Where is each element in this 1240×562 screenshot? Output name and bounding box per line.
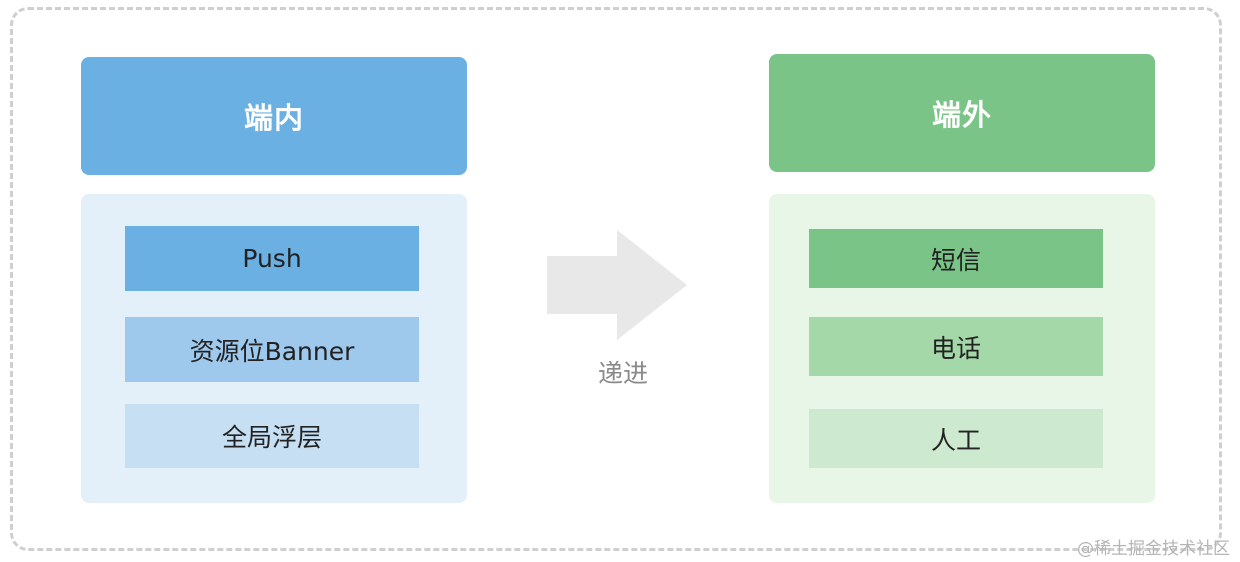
left-item-banner: 资源位Banner	[125, 317, 419, 382]
left-item-push-label: Push	[242, 244, 302, 273]
left-item-overlay: 全局浮层	[125, 404, 419, 468]
left-item-overlay-label: 全局浮层	[221, 423, 322, 452]
right-item-manual: 人工	[809, 409, 1103, 468]
left-header: 端内	[81, 57, 467, 175]
right-item-sms-label: 短信	[930, 245, 981, 275]
right-arrow-icon	[547, 230, 687, 340]
left-item-push: Push	[125, 226, 419, 291]
right-item-sms: 短信	[809, 229, 1103, 288]
arrow-shape	[547, 230, 687, 340]
right-item-phone-label: 电话	[930, 333, 981, 363]
arrow-label: 递进	[597, 359, 648, 388]
right-item-phone: 电话	[809, 317, 1103, 376]
left-item-banner-label: 资源位Banner	[189, 336, 355, 366]
left-header-title: 端内	[243, 101, 304, 135]
diagram-frame	[10, 7, 1222, 551]
right-header-title: 端外	[931, 98, 992, 132]
right-header: 端外	[769, 54, 1155, 172]
watermark: @稀土掘金技术社区	[1077, 539, 1230, 559]
right-item-manual-label: 人工	[930, 425, 981, 455]
